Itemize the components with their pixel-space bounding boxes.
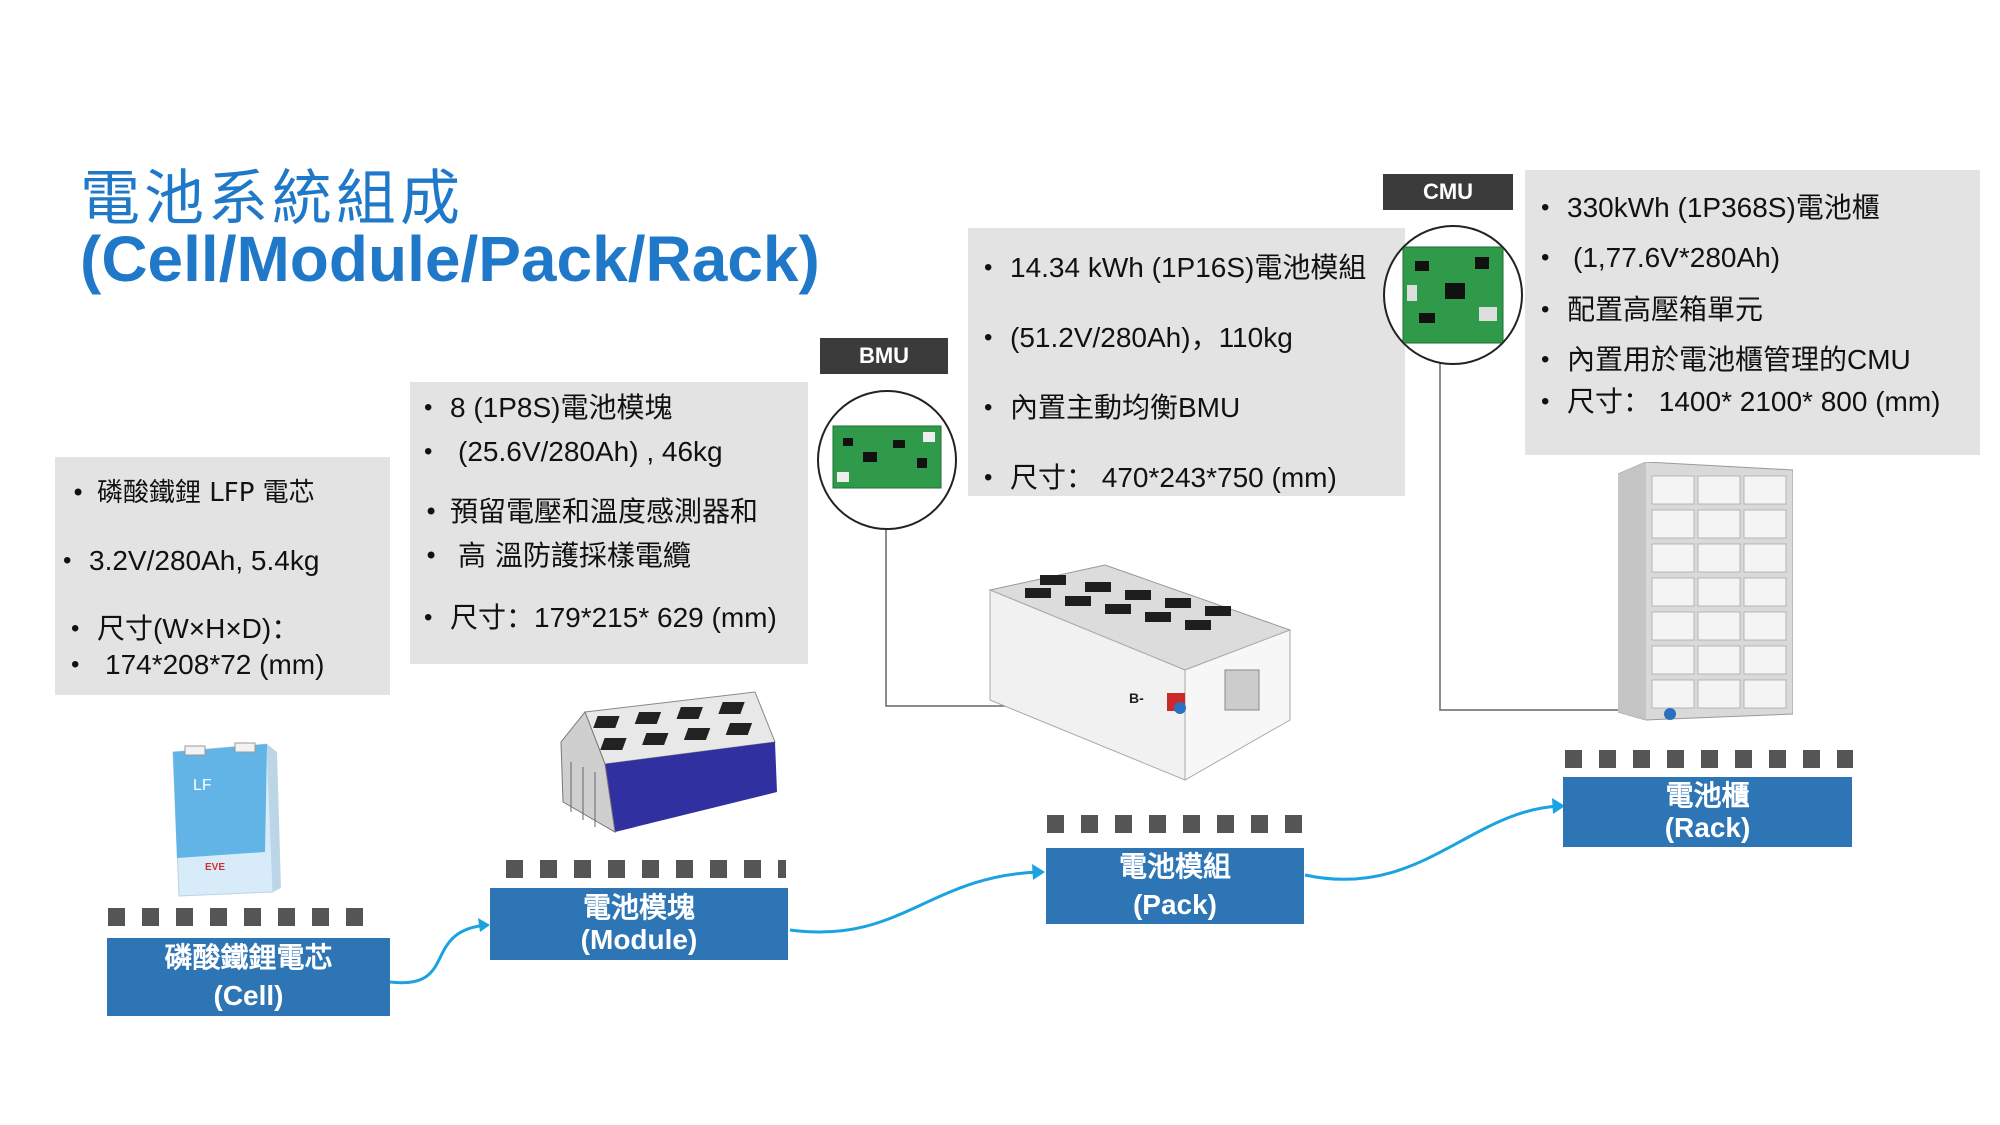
stage-label-cell-en: (Cell) [213,980,284,1011]
flow-arrow-pack-rack [1304,804,1561,881]
stage-label-pack-cn: 電池模組 [1118,851,1231,882]
rack-spec-size: 尺寸： 1400* 2100* 800 (mm) [1533,384,1980,420]
cell-brand-text: EVE [205,862,225,873]
module-spec-config: 8 (1P8S)電池模塊 [416,390,808,426]
lfp-cell-image: LF EVE [172,742,281,897]
bmu-board-icon [832,425,942,489]
battery-pack-image: B- [988,564,1292,781]
module-spec-sensor-cont: 高 溫防護採樣電纜 [416,538,808,574]
stage-label-rack-cn: 電池櫃 [1665,780,1750,811]
battery-module-image [560,691,777,833]
stage-label-pack-en: (Pack) [1132,889,1218,920]
rack-spec-hv-box: 配置高壓箱單元 [1533,292,1980,328]
module-spec-panel: 8 (1P8S)電池模塊 (25.6V/280Ah) , 46kg 預留電壓和溫… [410,382,808,664]
cmu-tag: CMU [1383,174,1513,210]
page-title-english: (Cell/Module/Pack/Rack) [80,223,820,295]
stage-label-rack: 電池櫃 (Rack) [1563,777,1852,847]
pack-spec-bmu: 內置主動均衡BMU [976,390,1405,426]
bmu-board-image [817,390,957,530]
pack-spec-panel: 14.34 kWh (1P16S)電池模組 (51.2V/280Ah)，110k… [968,228,1405,496]
pack-spec-size: 尺寸： 470*243*750 (mm) [976,460,1405,496]
cell-spec-panel: 磷酸鐵鋰 LFP 電芯 3.2V/280Ah, 5.4kg 尺寸(W×H×D)：… [55,457,390,695]
cell-spec-size-value: 174*208*72 (mm) [63,647,390,683]
rack-spec-cmu: 內置用於電池櫃管理的CMU [1533,342,1980,378]
module-spec-voltage: (25.6V/280Ah) , 46kg [416,434,808,470]
flow-arrows [389,804,1561,985]
bmu-tag: BMU [820,338,948,374]
cell-spec-voltage: 3.2V/280Ah, 5.4kg [55,543,390,579]
rack-dash-row [1565,750,1853,768]
cell-spec-chemistry: 磷酸鐵鋰 LFP 電芯 [63,475,390,511]
cmu-board-image [1383,225,1523,365]
module-spec-size: 尺寸：179*215* 629 (mm) [416,600,808,636]
cmu-leader-line [1439,350,1620,711]
stage-label-cell-cn: 磷酸鐵鋰電芯 [164,942,333,973]
stage-label-module-en: (Module) [580,924,698,955]
rack-spec-panel: 330kWh (1P368S)電池櫃 (1,77.6V*280Ah) 配置高壓箱… [1525,170,1980,455]
module-spec-sensor: 預留電壓和溫度感測器和 [416,494,808,530]
stage-label-cell: 磷酸鐵鋰電芯 (Cell) [107,938,390,1016]
flow-arrow-module-pack [789,870,1041,934]
pack-spec-energy: 14.34 kWh (1P16S)電池模組 [976,250,1405,286]
cell-spec-size-label: 尺寸(W×H×D)： [63,611,390,647]
pack-terminal-text: B- [1129,690,1144,706]
page-title-chinese: 電池系統組成 [80,164,464,234]
stage-label-pack: 電池模組 (Pack) [1046,848,1304,924]
module-dash-row [506,860,786,878]
pack-spec-voltage: (51.2V/280Ah)，110kg [976,320,1405,356]
battery-rack-image [1618,462,1793,721]
stage-label-module-cn: 電池模塊 [582,892,695,923]
flow-arrow-cell-module [389,923,489,985]
cell-dash-row [108,908,363,926]
cmu-board-icon [1402,246,1504,344]
cell-product-text: LF [193,777,212,794]
rack-spec-voltage: (1,77.6V*280Ah) [1533,240,1980,276]
flow-arrowheads [478,798,1565,932]
rack-spec-energy: 330kWh (1P368S)電池櫃 [1533,190,1980,226]
stage-label-module: 電池模塊 (Module) [490,888,788,960]
pack-dash-row [1047,815,1303,833]
stage-label-rack-en: (Rack) [1664,812,1751,843]
